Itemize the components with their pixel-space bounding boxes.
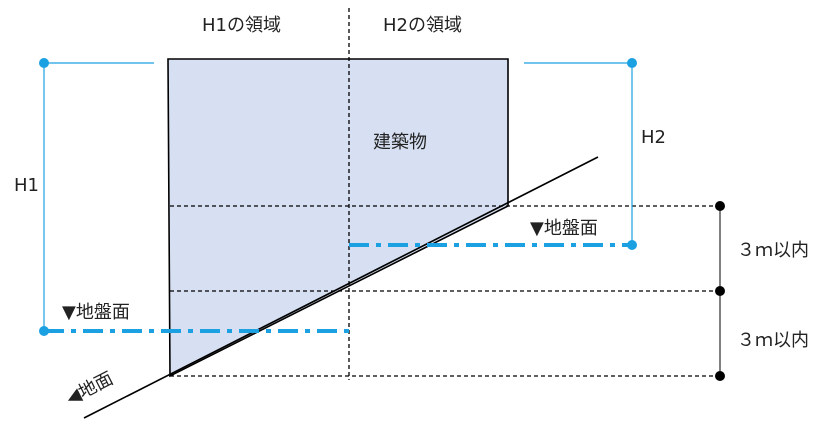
h1-top-dot [39,58,49,68]
ground-level-label-left: ▼地盤面 [62,302,130,323]
h1-region-label: H1の領域 [202,15,281,36]
within-3m-lower-label: ３ｍ以内 [737,330,809,351]
h2-label: H2 [641,127,666,148]
dim-dot-top [715,201,725,211]
ground-label: ◀地面 [63,368,117,409]
h2-top-dot [627,58,637,68]
h2-bottom-dot [627,240,637,250]
h2-region-label: H2の領域 [383,15,462,36]
ground-level-label-right: ▼地盤面 [530,218,598,239]
h1-label: H1 [14,175,39,196]
dim-dot-middle [715,286,725,296]
ground-slope-line [83,156,599,419]
building-shape [167,58,509,378]
dim-dot-bottom [715,371,725,381]
within-3m-upper-label: ３ｍ以内 [737,240,809,261]
h1-bottom-dot [39,326,49,336]
building-label: 建築物 [373,132,427,153]
